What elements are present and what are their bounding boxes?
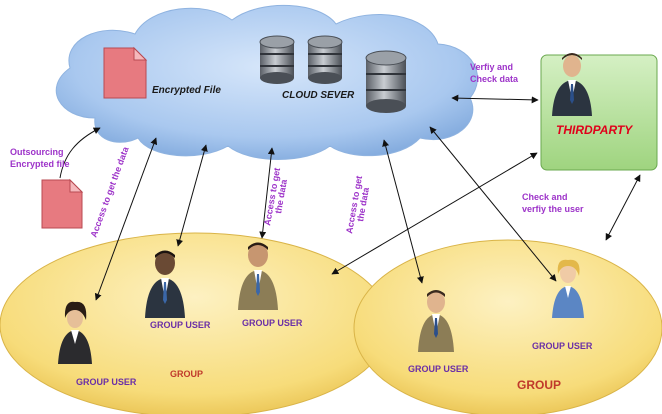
arrow-outsourcing-to-cloud xyxy=(59,127,101,179)
access-label-a: Access to get the data xyxy=(88,145,130,239)
group-user-label: GROUP USER xyxy=(150,320,211,330)
group-user-label: GROUP USER xyxy=(532,341,593,351)
connection-arrows xyxy=(59,94,641,301)
arrow-cloud-user3 xyxy=(259,147,275,239)
group-label-left: GROUP xyxy=(170,369,203,379)
outsourced-file-icon xyxy=(41,178,84,229)
cloud-server-label: CLOUD SEVER xyxy=(282,90,355,101)
group-user-label: GROUP USER xyxy=(242,318,303,328)
verify-check-label-line1: Verfiy and xyxy=(470,62,513,72)
thirdparty-person-icon xyxy=(552,53,592,116)
user-male-icon xyxy=(145,250,185,318)
user-female-icon xyxy=(552,259,584,318)
user-male-icon xyxy=(418,290,454,352)
user-male-icon xyxy=(238,242,278,310)
arrow-cloud-user1 xyxy=(94,137,158,301)
database-icon xyxy=(365,50,407,113)
database-icon xyxy=(259,35,295,84)
check-verify-label-line1: Check and xyxy=(522,192,568,202)
arrow-cloud-user4 xyxy=(382,139,424,284)
arrow-thirdparty-group2 xyxy=(605,174,641,241)
group-area-right xyxy=(353,239,662,414)
encrypted-file-icon xyxy=(103,46,148,99)
database-icon xyxy=(307,35,343,84)
encrypted-file-label: Encrypted File xyxy=(152,85,221,96)
arrow-thirdparty-group1 xyxy=(331,152,538,275)
arrow-cloud-user2 xyxy=(176,144,208,247)
verify-check-label-line2: Check data xyxy=(470,74,519,84)
group-user-label: GROUP USER xyxy=(408,364,469,374)
outsourcing-label-line2: Encrypted file xyxy=(10,159,70,169)
thirdparty-label: THIRDPARTY xyxy=(556,123,633,137)
group-label-right: GROUP xyxy=(517,378,561,392)
arrow-cloud-thirdparty xyxy=(451,94,539,104)
outsourcing-label-line1: Outsourcing xyxy=(10,147,64,157)
check-verify-label-line2: verfiy the user xyxy=(522,204,584,214)
group-user-label: GROUP USER xyxy=(76,377,137,387)
user-female-icon xyxy=(58,301,92,364)
